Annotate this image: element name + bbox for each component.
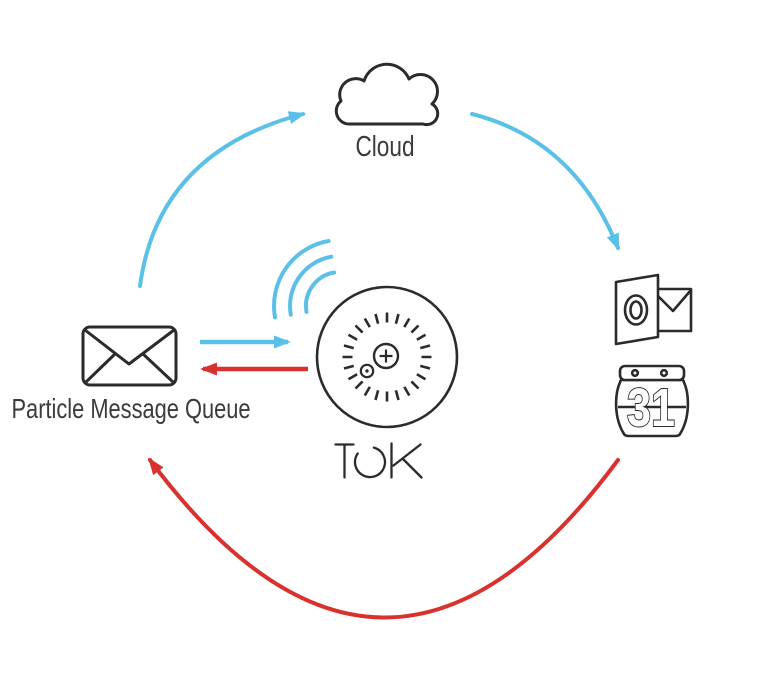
envelope-body bbox=[81, 325, 178, 387]
cloud-icon bbox=[334, 62, 440, 127]
tok-logo-letter-o bbox=[353, 446, 387, 479]
queue-label: Particle Message Queue bbox=[11, 393, 250, 424]
device-outer-ring bbox=[315, 285, 459, 429]
calendar-icon: 31 bbox=[614, 364, 690, 439]
envelope-bottom-folds bbox=[83, 351, 176, 385]
outlook-o-outer bbox=[623, 294, 649, 326]
outlook-mail-icon bbox=[614, 273, 693, 346]
wifi-arc-outer bbox=[272, 239, 331, 320]
outlook-o-inner bbox=[629, 300, 643, 320]
arrow-apps-to-queue bbox=[148, 457, 620, 620]
arrow-queue-to-cloud bbox=[138, 111, 306, 288]
envelope-flap bbox=[84, 328, 175, 366]
wifi-arc-middle bbox=[288, 254, 334, 317]
calendar-day-number: 31 bbox=[627, 379, 675, 439]
tok-logo bbox=[334, 442, 423, 479]
wifi-signal-icon bbox=[272, 239, 337, 320]
dial-dot-ring bbox=[359, 363, 375, 379]
outlook-panel bbox=[614, 273, 660, 346]
calendar-ring-left bbox=[630, 368, 640, 378]
tok-logo-letter-k bbox=[390, 442, 423, 479]
dial-tick-ring bbox=[342, 312, 432, 402]
envelope-icon bbox=[81, 325, 178, 387]
dial-knob bbox=[372, 342, 400, 370]
tok-dial-device-icon bbox=[315, 285, 459, 429]
device-node bbox=[315, 285, 459, 479]
arrow-cloud-to-outlook bbox=[470, 112, 620, 251]
dial-dot bbox=[365, 369, 369, 373]
tok-logo-letter-t bbox=[334, 443, 355, 479]
plus-icon bbox=[379, 349, 393, 363]
wifi-arc-inner bbox=[304, 270, 337, 314]
queue-node: Particle Message Queue bbox=[11, 325, 251, 425]
cloud-label: Cloud bbox=[355, 129, 414, 162]
cloud-node: Cloud bbox=[334, 62, 440, 163]
calendar-ring-right bbox=[659, 368, 669, 378]
